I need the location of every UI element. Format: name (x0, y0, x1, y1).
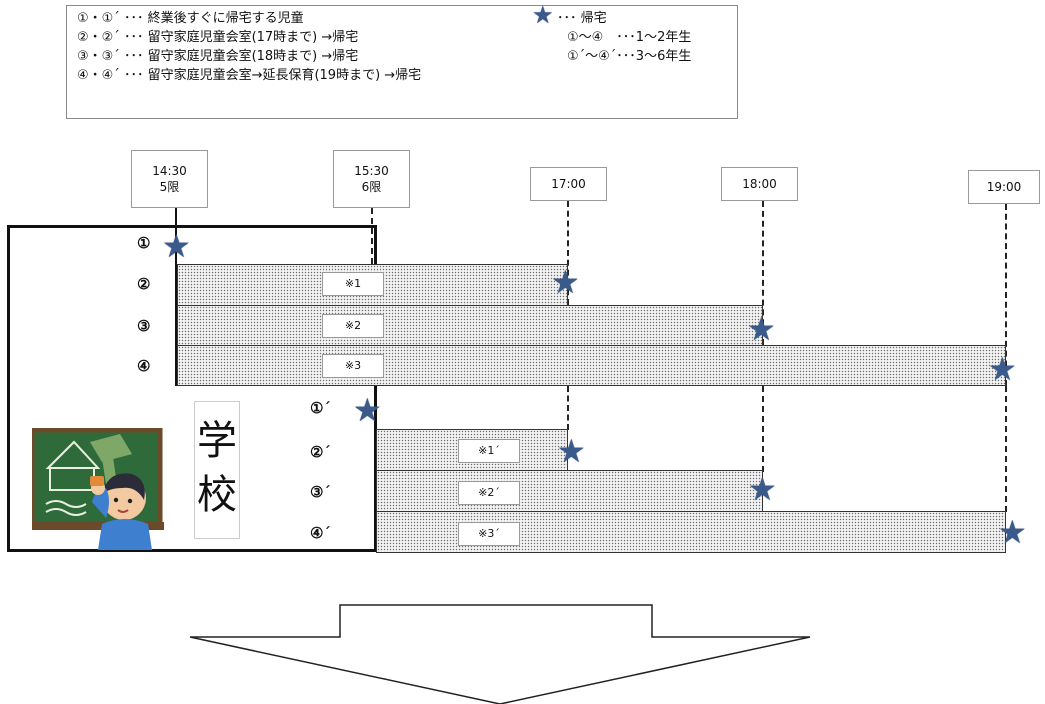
period-label: 6限 (361, 180, 382, 194)
timeline-1800-line-upper (762, 201, 764, 345)
time-box-1900: 19:00 (968, 170, 1040, 204)
note-2: ※2 (322, 314, 384, 338)
row-label-4p: ④´ (310, 524, 331, 542)
school-frame (7, 225, 377, 552)
row-label-3p: ③´ (310, 483, 331, 501)
period-label: 5限 (159, 180, 180, 194)
star-icon: ★ (998, 513, 1027, 551)
time-label: 18:00 (742, 177, 777, 191)
school-label: 学校 (194, 401, 240, 539)
bar-row-4 (177, 345, 1006, 386)
timeline-1700-line-upper (567, 201, 569, 305)
time-box-1800: 18:00 (721, 167, 798, 201)
time-box-1700: 17:00 (530, 167, 607, 201)
time-label: 19:00 (986, 180, 1022, 194)
star-icon: ★ (162, 227, 191, 265)
timeline-1430-line (175, 208, 177, 386)
row-label-2p: ②´ (310, 443, 331, 461)
row-label-2: ② (137, 275, 151, 293)
teacher-chalkboard-illustration (32, 428, 164, 550)
legend-grade-3-6: ①´～④´･･･3～6年生 (567, 49, 692, 64)
time-box-1430: 14:30 5限 (131, 150, 208, 208)
timeline-1700-line-lower (567, 386, 569, 430)
star-icon: ★ (353, 391, 382, 429)
time-box-1530: 15:30 6限 (333, 150, 410, 208)
star-icon: ★ (748, 470, 777, 508)
row-label-1: ① (137, 234, 151, 252)
legend-box: ①・①´ ･･･ 終業後すぐに帰宅する児童 ②・②´ ･･･ 留守家庭児童会室(… (66, 1, 738, 119)
bar-row-3p (376, 470, 763, 512)
legend-grade-1-2: ①～④ ･･･1～2年生 (567, 30, 692, 45)
note-2p: ※2´ (458, 481, 520, 505)
star-icon: ★ (988, 350, 1017, 388)
time-label: 15:30 (354, 164, 389, 178)
timeline-1530-line (371, 208, 373, 264)
star-icon: ★ (551, 263, 580, 301)
timeline-1900-line-lower (1005, 386, 1007, 512)
row-label-1p: ①´ (310, 399, 331, 417)
down-arrow (189, 604, 811, 704)
row-label-4: ④ (137, 357, 151, 375)
star-icon: ★ (532, 1, 554, 29)
timeline-1900-line-upper (1005, 204, 1007, 386)
star-icon: ★ (747, 310, 776, 348)
legend-line-4: ④・④´ ･･･ 留守家庭児童会室→延長保育(19時まで) →帰宅 (77, 68, 422, 83)
note-3p: ※3´ (458, 522, 520, 546)
timeline-1800-line-lower (762, 386, 764, 472)
note-1p: ※1´ (458, 439, 520, 463)
legend-star-label: ･･･ 帰宅 (557, 11, 607, 26)
note-3: ※3 (322, 354, 384, 378)
legend-line-3: ③・③´ ･･･ 留守家庭児童会室(18時まで) →帰宅 (77, 49, 359, 64)
time-label: 17:00 (551, 177, 586, 191)
note-1: ※1 (322, 272, 384, 296)
row-label-3: ③ (137, 317, 151, 335)
time-label: 14:30 (152, 164, 187, 178)
legend-line-2: ②・②´ ･･･ 留守家庭児童会室(17時まで) →帰宅 (77, 30, 359, 45)
star-icon: ★ (557, 432, 586, 470)
bar-row-3 (177, 305, 763, 346)
legend-line-1: ①・①´ ･･･ 終業後すぐに帰宅する児童 (77, 11, 304, 26)
school-label-text: 学校 (197, 418, 237, 518)
